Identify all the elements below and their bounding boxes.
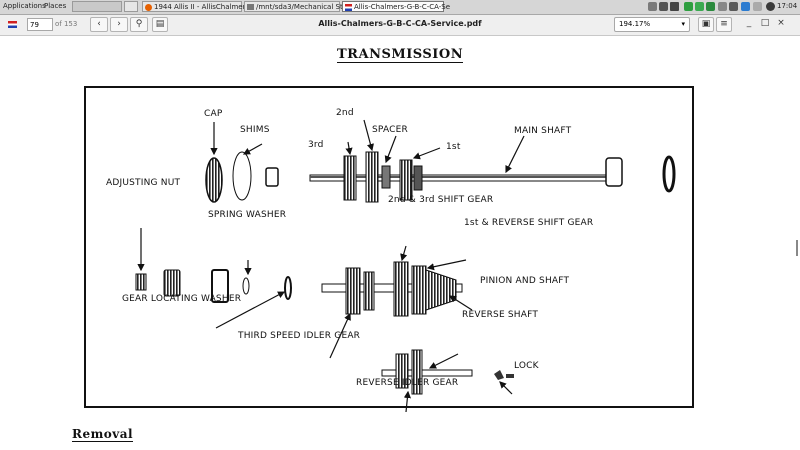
label-gear-locating-washer: GEAR LOCATING WASHER [122,294,242,304]
previous-page-button[interactable]: ‹ [90,17,108,32]
mail-icon[interactable] [741,2,750,11]
page-heading: TRANSMISSION [337,47,464,63]
search-icon: ⚲ [135,19,143,29]
viewer-toolbar: of 153 ‹ › ⚲ ▤ Allis-Chalmers-G-B-C-CA-S… [0,15,800,36]
sync-icon[interactable] [706,2,715,11]
document-page[interactable]: TRANSMISSION [0,36,800,450]
label-spacer: SPACER [372,125,408,135]
chevron-down-icon: ▾ [681,20,685,28]
shift-gear-23-part [393,261,409,317]
bearing-cone-part [163,269,181,297]
sidebar-toggle-button[interactable]: ▤ [152,17,168,32]
spacer-part [381,165,391,189]
task-button-blank[interactable] [72,1,122,12]
flag-icon [345,4,352,11]
top-panel: Applications Places 1944 Allis II - Alli… [0,0,800,15]
idler-gear-1-part [345,267,361,315]
label-spring-washer: SPRING WASHER [208,210,287,220]
cap-part [205,157,223,203]
label-1st-reverse-shift-gear: 1st & REVERSE SHIFT GEAR [464,218,594,228]
shift-gear-1r-part [411,265,427,315]
pinion-part [425,269,457,311]
shims-part [232,151,252,201]
task-label: Allis-Chalmers-G-B-C-CA-Se [354,3,451,11]
label-reverse-idler-gear: REVERSE IDLER GEAR [356,378,459,388]
task-button-file-manager[interactable]: /mnt/sda3/Mechanical Stu [244,1,347,12]
scrollbar-thumb[interactable] [796,240,798,256]
applications-menu[interactable]: Applications [3,2,46,10]
firefox-icon [145,4,152,11]
reverse-shaft-part [381,369,473,377]
volume-icon[interactable] [670,2,679,11]
label-cap: CAP [204,109,223,119]
end-bearing-part [662,155,676,193]
task-button-small[interactable] [124,1,138,12]
page-count: of 153 [55,20,78,28]
minimize-icon: _ [746,18,752,28]
zoom-select[interactable]: 194.17% ▾ [614,17,690,32]
reverse-idler-gear-part [395,353,409,389]
close-icon: × [777,18,785,28]
label-2nd-3rd-shift-gear: 2nd & 3rd SHIFT GEAR [388,195,494,205]
third-gear-part [343,155,357,201]
folder-icon [247,4,254,10]
keyboard-icon[interactable] [718,2,727,11]
task-button-browser[interactable]: 1944 Allis II - AllisChalmers [142,1,249,12]
maximize-button[interactable]: □ [758,17,772,32]
network-icon[interactable] [659,2,668,11]
update-icon[interactable] [684,2,693,11]
battery-icon[interactable] [648,2,657,11]
gear-locating-washer-part [284,276,292,300]
bearing-cup-part [265,167,279,187]
power-icon[interactable] [766,2,775,11]
close-button[interactable]: × [774,17,788,32]
menu-button[interactable]: ≡ [716,17,732,32]
chat-icon[interactable] [729,2,738,11]
label-third: 3rd [308,140,324,150]
label-second: 2nd [336,108,354,118]
page-number-input[interactable] [27,18,53,31]
label-shims: SHIMS [240,125,270,135]
figure-frame [84,86,694,408]
shaft-bearing-part [605,157,623,187]
maximize-icon: □ [760,18,770,28]
lock-part [494,370,504,380]
transmission-exploded-diagram [135,119,676,413]
shield-icon[interactable] [695,2,704,11]
chevron-left-icon: ‹ [97,19,101,29]
document-properties-button[interactable]: ▣ [698,17,714,32]
label-main-shaft: MAIN SHAFT [514,126,572,136]
chevron-right-icon: › [117,19,121,29]
pinion-shaft-part [321,283,463,293]
first-gear-part [399,159,413,201]
spring-washer-part [242,277,250,295]
label-third-speed-idler-gear: THIRD SPEED IDLER GEAR [238,331,361,341]
label-pinion-and-shaft: PINION AND SHAFT [480,276,570,286]
label-lock: LOCK [514,361,539,371]
next-page-button[interactable]: › [110,17,128,32]
sidebar-icon: ▤ [155,19,165,29]
task-button-pdf-viewer[interactable]: Allis-Chalmers-G-B-C-CA-Se [342,1,450,12]
hamburger-menu-icon: ≡ [720,19,728,29]
section-heading: Removal [72,427,134,442]
app-flag-icon [8,21,17,28]
zoom-value: 194.17% [619,20,651,28]
second-gear-part [365,151,379,203]
minimize-button[interactable]: _ [742,17,756,32]
label-adjusting-nut: ADJUSTING NUT [106,178,181,188]
search-button[interactable]: ⚲ [130,17,148,32]
label-reverse-shaft: REVERSE SHAFT [462,310,539,320]
window-icon[interactable] [753,2,762,11]
bearing-cup-2-part [211,269,229,303]
places-menu[interactable]: Places [44,2,67,10]
document-icon: ▣ [701,19,711,29]
adjusting-nut-part [135,273,147,291]
label-first: 1st [446,142,461,152]
task-label: /mnt/sda3/Mechanical Stu [256,3,348,11]
task-label: 1944 Allis II - AllisChalmers [154,3,250,11]
clock[interactable]: 17:04 [777,2,798,10]
